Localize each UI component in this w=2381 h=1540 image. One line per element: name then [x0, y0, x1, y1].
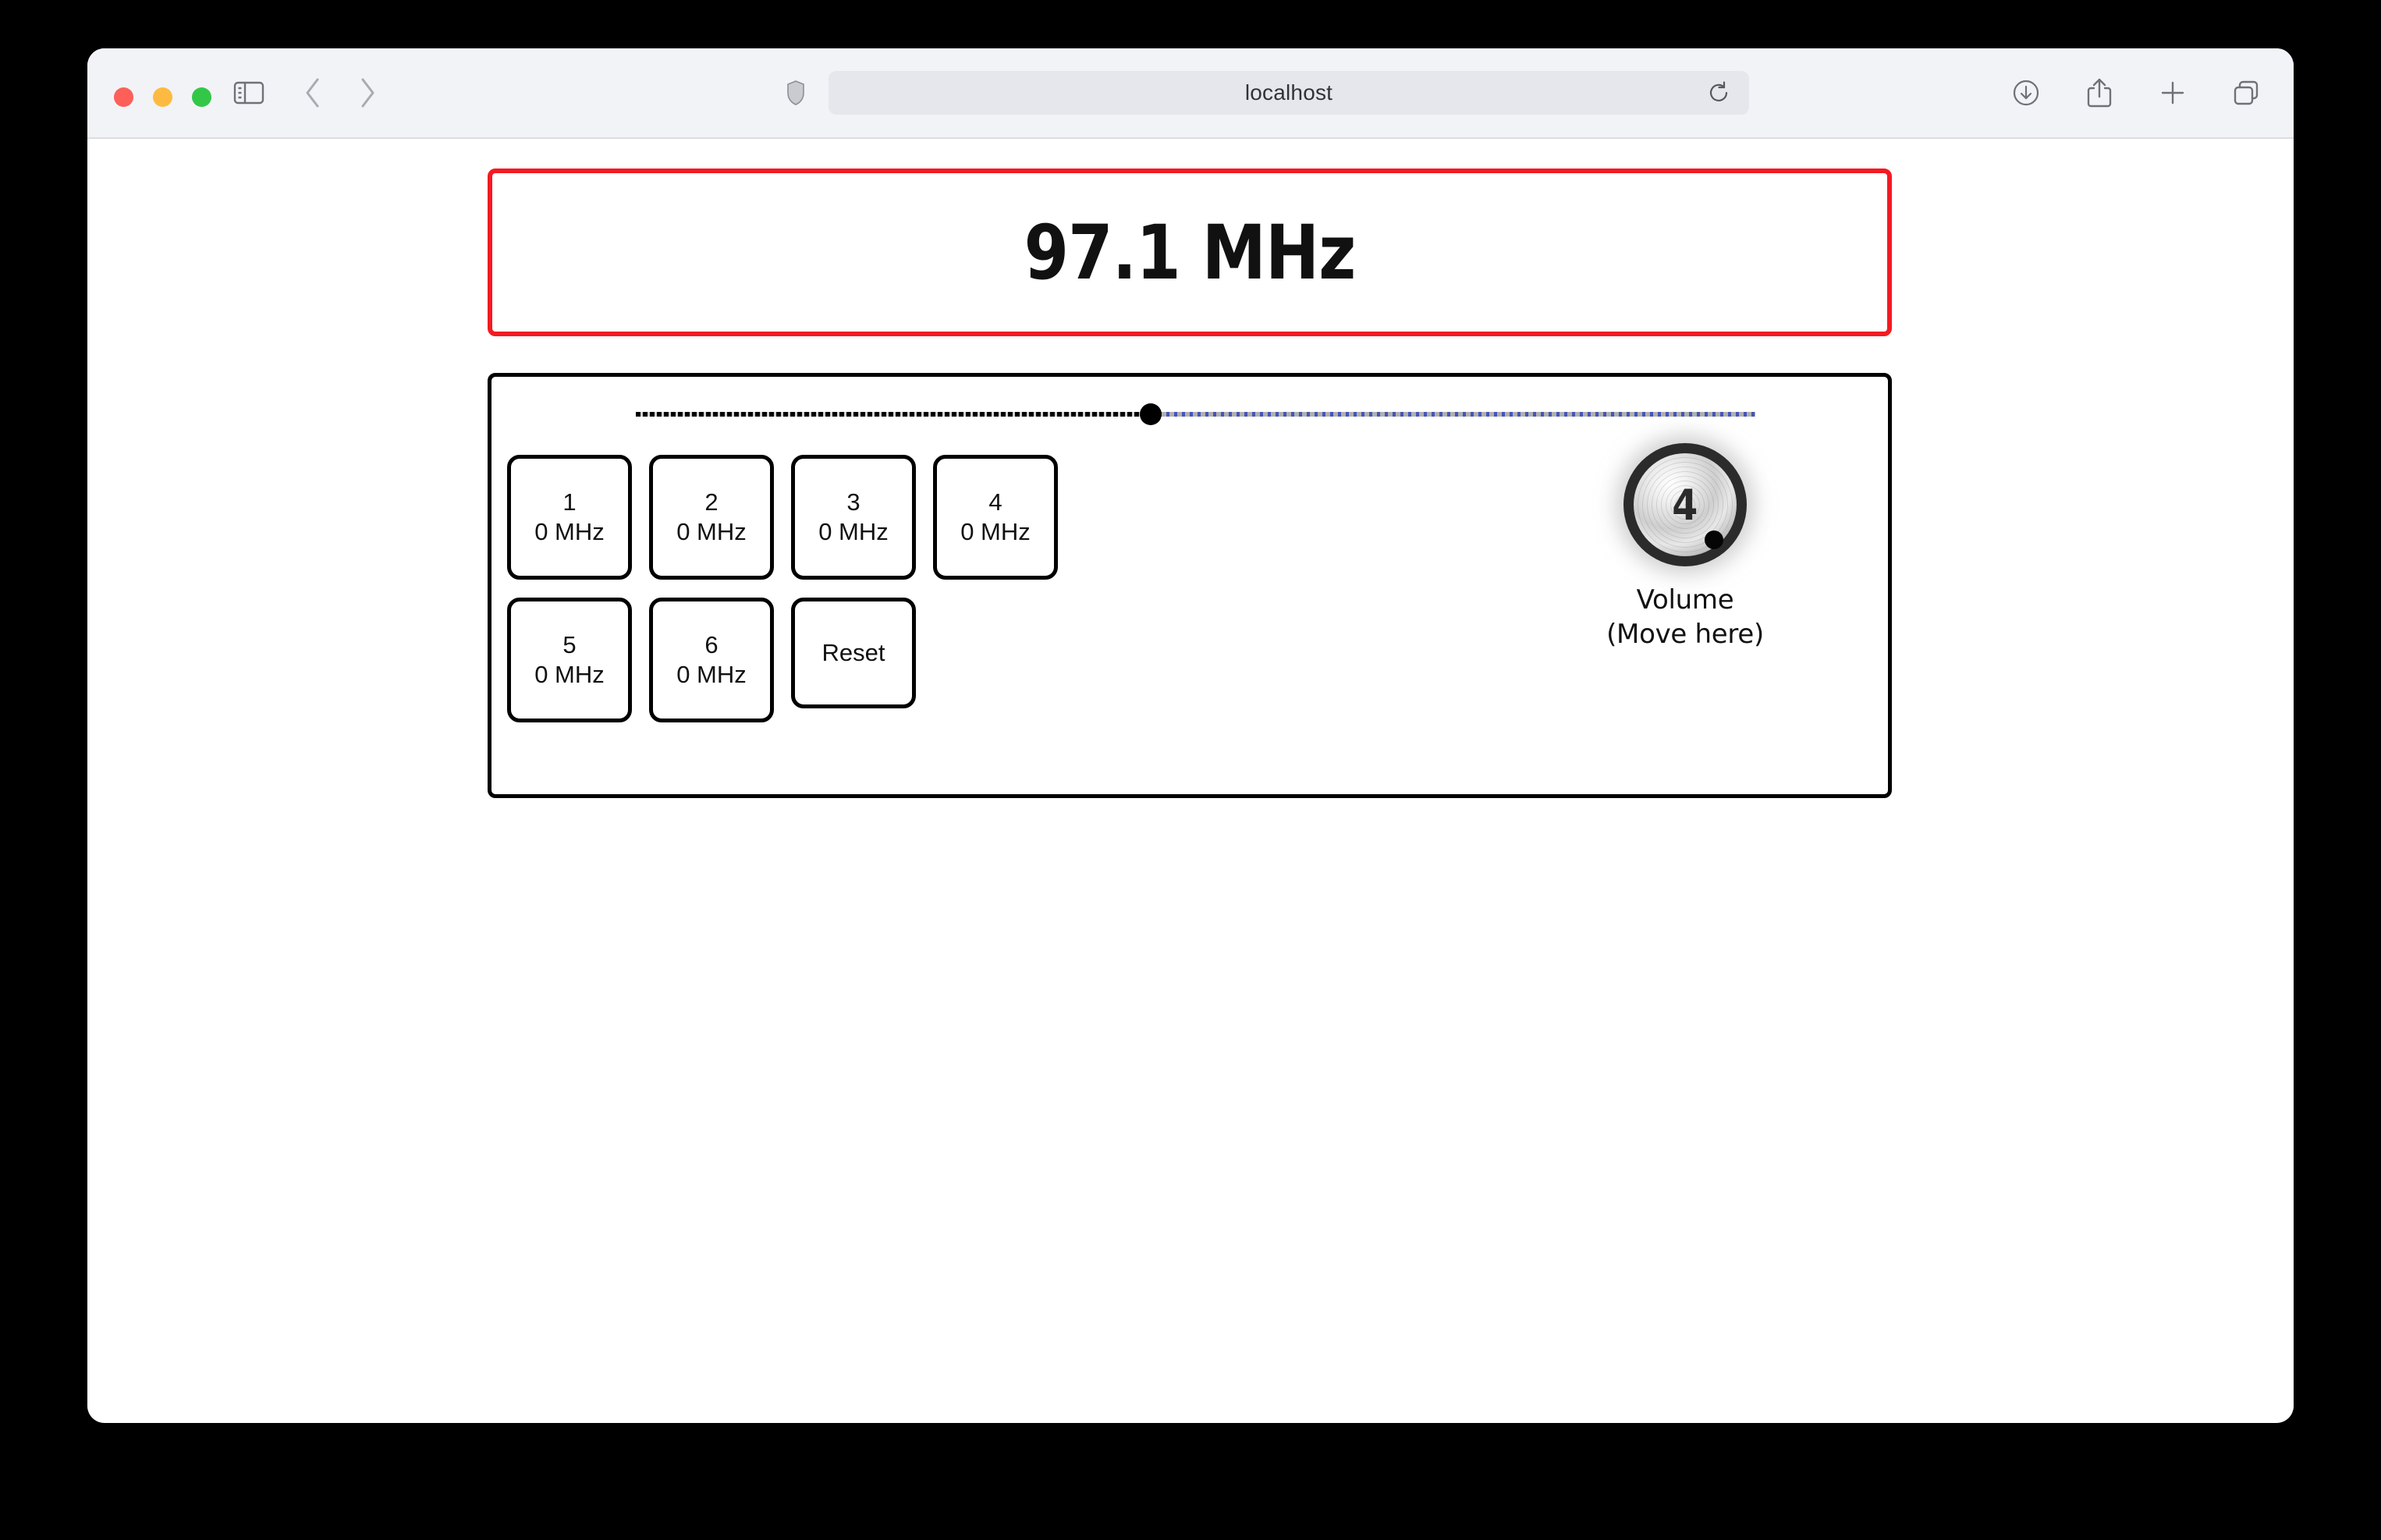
- sidebar-icon[interactable]: [232, 76, 266, 110]
- preset-number: 6: [704, 631, 719, 659]
- chevron-right-icon[interactable]: [353, 74, 382, 112]
- preset-number: 4: [988, 488, 1002, 516]
- reset-button[interactable]: Reset: [791, 598, 916, 708]
- volume-label-line2: (Move here): [1606, 618, 1764, 650]
- preset-button-3[interactable]: 3 0 MHz: [791, 455, 916, 580]
- slider-track-filled: [636, 412, 1151, 417]
- browser-window: localhost: [87, 48, 2294, 1423]
- preset-frequency: 0 MHz: [676, 518, 747, 545]
- share-icon[interactable]: [2083, 76, 2116, 109]
- frequency-display: 97.1 MHz: [488, 169, 1892, 336]
- slider-thumb[interactable]: [1140, 403, 1162, 425]
- downloads-icon[interactable]: [2010, 76, 2042, 109]
- tab-overview-icon[interactable]: [2230, 76, 2262, 109]
- preset-button-5[interactable]: 5 0 MHz: [507, 598, 632, 722]
- preset-row-2: 5 0 MHz 6 0 MHz Reset: [507, 598, 1194, 722]
- reload-icon[interactable]: [1707, 81, 1730, 105]
- volume-control: 4 Volume (Move here): [1568, 443, 1802, 651]
- knob-face: 4: [1634, 453, 1737, 556]
- preset-frequency: 0 MHz: [676, 661, 747, 688]
- chevron-left-icon[interactable]: [298, 74, 328, 112]
- toolbar-right-actions: [2010, 76, 2262, 109]
- preset-frequency: 0 MHz: [818, 518, 889, 545]
- preset-button-2[interactable]: 2 0 MHz: [649, 455, 774, 580]
- preset-number: 3: [846, 488, 860, 516]
- page-content: 97.1 MHz 1 0 MHz 2 0 MHz: [87, 139, 2294, 1421]
- close-window-button[interactable]: [114, 87, 133, 107]
- preset-frequency: 0 MHz: [960, 518, 1031, 545]
- preset-number: 5: [562, 631, 577, 659]
- url-text: localhost: [1244, 80, 1333, 105]
- preset-button-1[interactable]: 1 0 MHz: [507, 455, 632, 580]
- tuner-slider[interactable]: [636, 399, 1755, 430]
- url-field[interactable]: localhost: [829, 71, 1749, 115]
- preset-frequency: 0 MHz: [534, 661, 605, 688]
- radio-control-panel: 1 0 MHz 2 0 MHz 3 0 MHz 4 0 MHz: [488, 373, 1892, 798]
- preset-button-6[interactable]: 6 0 MHz: [649, 598, 774, 722]
- browser-toolbar: localhost: [87, 48, 2294, 139]
- preset-row-1: 1 0 MHz 2 0 MHz 3 0 MHz 4 0 MHz: [507, 455, 1194, 580]
- preset-frequency: 0 MHz: [534, 518, 605, 545]
- volume-label-line1: Volume: [1636, 584, 1734, 616]
- frequency-value: 97.1 MHz: [1024, 208, 1357, 296]
- preset-button-4[interactable]: 4 0 MHz: [933, 455, 1058, 580]
- maximize-window-button[interactable]: [192, 87, 211, 107]
- volume-knob[interactable]: 4: [1623, 443, 1747, 566]
- minimize-window-button[interactable]: [153, 87, 172, 107]
- shield-icon[interactable]: [786, 80, 806, 106]
- plus-icon[interactable]: [2156, 76, 2189, 109]
- volume-label: Volume (Move here): [1568, 584, 1802, 651]
- window-controls: [114, 87, 211, 107]
- preset-number: 1: [562, 488, 577, 516]
- volume-value: 4: [1672, 480, 1698, 530]
- slider-track-remaining: [636, 412, 1755, 417]
- preset-number: 2: [704, 488, 719, 516]
- knob-indicator-dot: [1705, 530, 1723, 549]
- preset-button-grid: 1 0 MHz 2 0 MHz 3 0 MHz 4 0 MHz: [507, 455, 1194, 740]
